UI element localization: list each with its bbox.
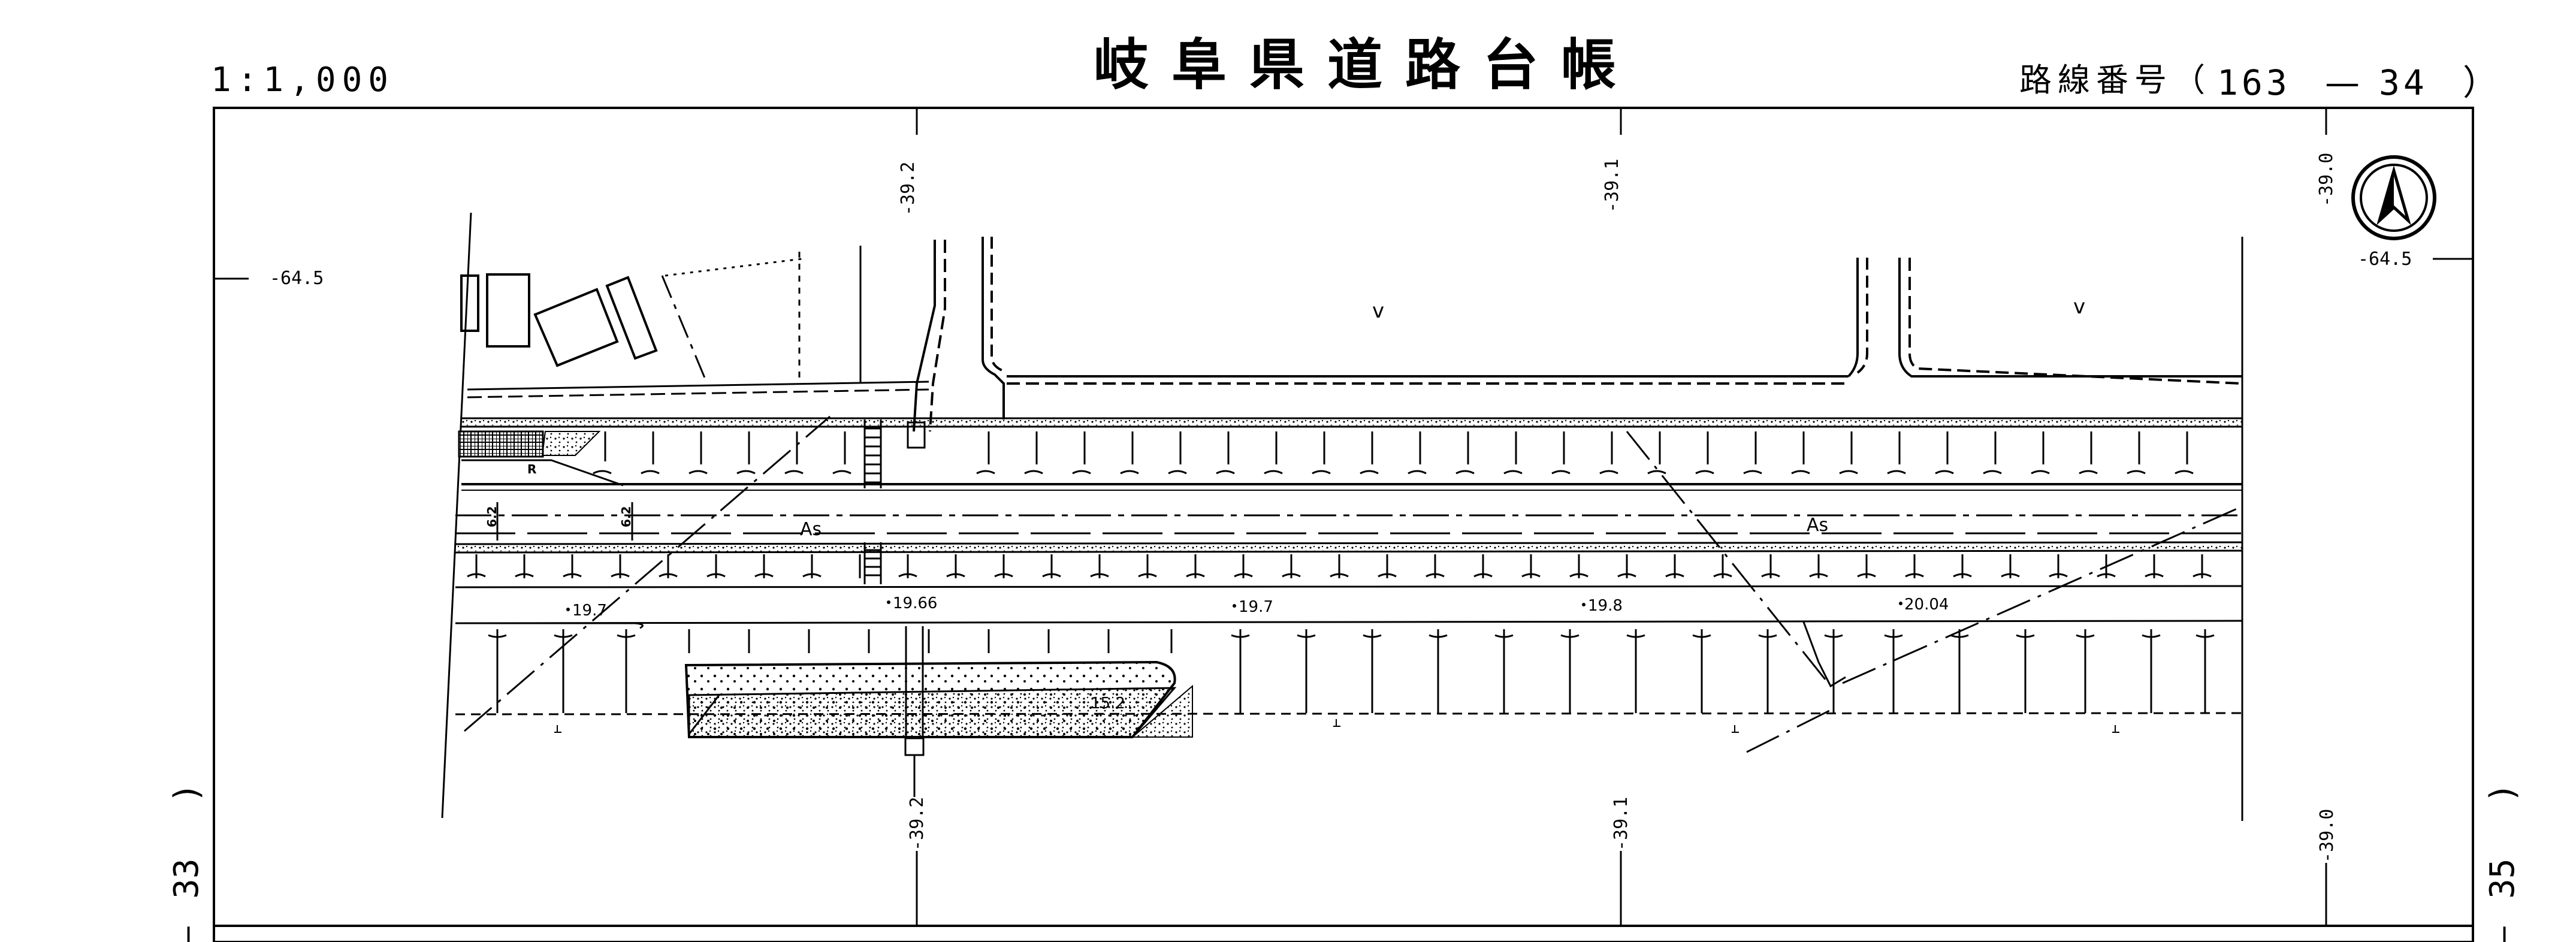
culvert: [904, 626, 925, 797]
pond-area: [684, 660, 1193, 738]
south-sidewalk: [455, 541, 2243, 629]
south-slope-ticks: [467, 554, 2212, 578]
south-crossing: [863, 542, 882, 584]
route-number-close: ）: [2463, 62, 2498, 103]
grid-label-top-2: -39.1: [1602, 159, 1623, 213]
map-title: 岐阜県道路台帳: [1094, 33, 1639, 97]
grid-ticks: [214, 108, 2473, 926]
surface-label-2: As: [1807, 515, 1828, 536]
route-number-sub: 34: [2379, 62, 2428, 103]
boundary-lines: [464, 415, 2243, 753]
route-number-main: 163: [2217, 62, 2291, 103]
width-label-1: 6.2: [485, 506, 499, 527]
carriageway: [455, 502, 2242, 541]
buildings: [460, 273, 658, 367]
slope-mark-1: v: [1372, 299, 1384, 323]
elevation-5: 20.04: [1904, 596, 1949, 614]
grid-label-left: -64.5: [270, 268, 324, 289]
north-slope-ticks: [593, 431, 2194, 475]
left-sheet-dash: —: [167, 926, 206, 942]
map-frame: [213, 107, 2474, 942]
left-sheet-number: 33: [167, 859, 206, 899]
elevation-1: 19.7: [572, 602, 607, 620]
right-sheet-ref: — 35 ): [2483, 783, 2522, 942]
elevation-4: 19.8: [1588, 597, 1623, 615]
north-sidewalk: [458, 417, 2242, 491]
scale-label: 1:1,000: [211, 61, 394, 99]
grid-label-bottom-3: -39.0: [2317, 809, 2338, 863]
elevation-6: 15.2: [1091, 695, 1125, 712]
north-arrow-icon: [2351, 155, 2436, 240]
route-number-label: 路線番号（: [2019, 61, 2211, 99]
side-road-north-2: [982, 237, 1849, 419]
slope-mark-2: v: [2073, 295, 2085, 319]
grid-label-right: -64.5: [2358, 249, 2412, 270]
grid-label-top-3: -39.0: [2316, 153, 2337, 207]
surface-label-1: As: [800, 519, 822, 540]
side-road-north-3: [1847, 258, 2243, 385]
left-sheet-ref: — 33 ): [167, 783, 206, 942]
elevation-3: 19.7: [1239, 598, 1273, 616]
width-label-2: 6.2: [619, 506, 633, 527]
mark-r: R: [527, 462, 536, 476]
right-sheet-number: 35: [2483, 859, 2522, 899]
north-crossing: [863, 419, 882, 488]
grid-label-bottom-1: -39.2: [907, 797, 928, 851]
right-sheet-dash: —: [2483, 926, 2522, 942]
boundary-curve: [1802, 621, 1846, 688]
side-road-north-1: [907, 240, 946, 449]
grid-label-bottom-2: -39.1: [1611, 797, 1632, 851]
tree-marks: [554, 719, 2119, 733]
parcel-lines: [467, 246, 929, 398]
route-number-dash: —: [2325, 62, 2360, 103]
right-sheet-paren: ): [2483, 783, 2522, 803]
elevation-2: 19.66: [893, 594, 937, 612]
left-sheet-paren: ): [167, 783, 206, 803]
elevation-labels: 19.7 19.66 19.7 19.8 20.04: [566, 594, 1949, 620]
grid-label-top-1: -39.2: [898, 162, 919, 216]
